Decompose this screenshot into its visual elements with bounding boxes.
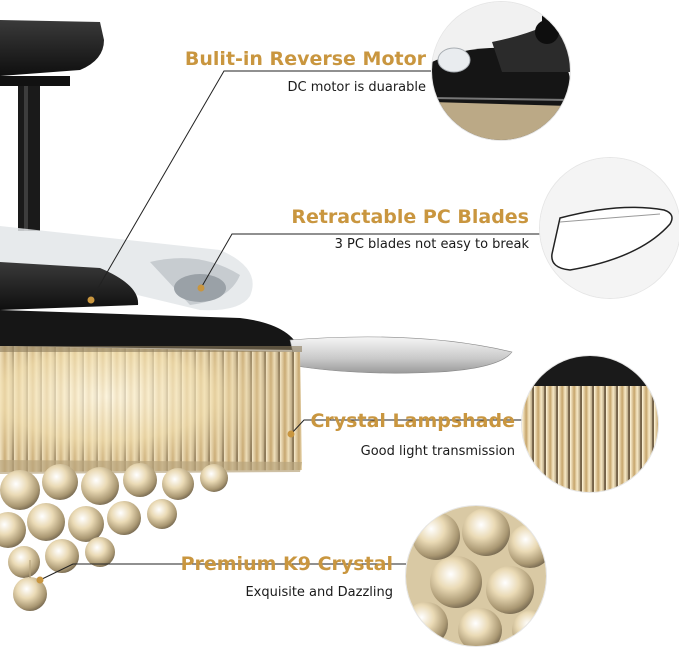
feature-title-lampshade: Crystal Lampshade bbox=[310, 410, 515, 432]
detail-circle-k9-crystal bbox=[406, 506, 546, 646]
detail-circle-motor bbox=[432, 2, 570, 140]
leader-lines bbox=[39, 70, 540, 581]
feature-title-k9-crystal: Premium K9 Crystal bbox=[180, 553, 393, 575]
feature-desc-motor: DC motor is duarable bbox=[287, 80, 426, 95]
feature-desc-lampshade: Good light transmission bbox=[360, 444, 515, 459]
feature-title-motor: Bulit-in Reverse Motor bbox=[184, 48, 426, 70]
feature-desc-blades: 3 PC blades not easy to break bbox=[334, 237, 529, 252]
detail-circle-blade bbox=[540, 158, 679, 298]
leader-dots bbox=[36, 284, 295, 584]
crystal-ball-cluster bbox=[0, 463, 228, 611]
feature-title-blades: Retractable PC Blades bbox=[291, 206, 529, 228]
feature-desc-k9-crystal: Exquisite and Dazzling bbox=[245, 585, 393, 600]
detail-circle-lampshade bbox=[522, 356, 658, 492]
